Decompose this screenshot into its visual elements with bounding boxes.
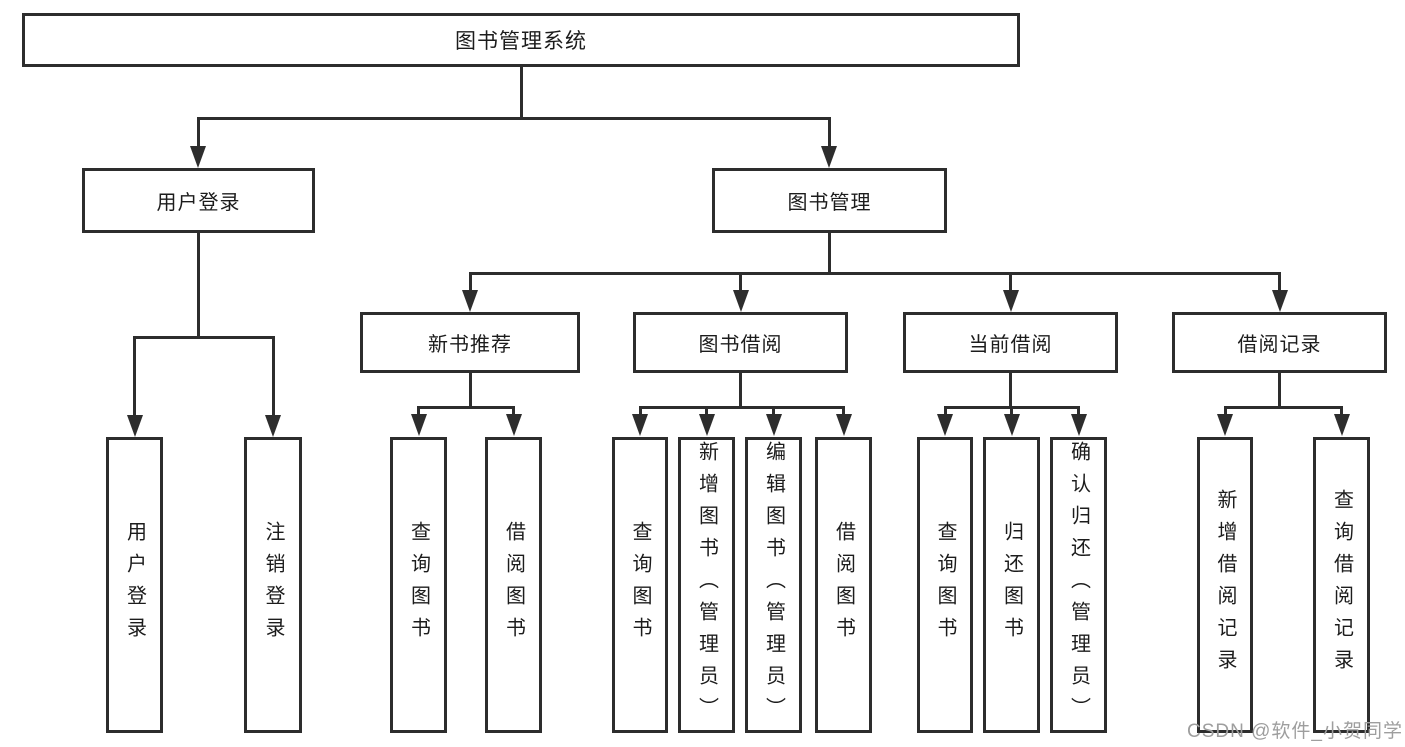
connector-to-book-management (827, 117, 831, 148)
node-label: 新增图书（管理员） (695, 441, 718, 729)
leaf-add-borrow-record: 新增借阅记录 (1197, 437, 1253, 733)
node-new-book-recommend: 新书推荐 (360, 312, 580, 373)
leaf-user-login: 用户登录 (106, 437, 163, 733)
connector-recommend-crossbar (417, 406, 515, 409)
connector-stub (1010, 406, 1013, 416)
connector-to-leaf-logout (271, 336, 275, 415)
arrow-down-icon (698, 414, 715, 436)
node-label: 新书推荐 (428, 334, 512, 356)
connector-stub (705, 406, 708, 416)
node-label: 查询图书 (407, 521, 430, 649)
connector-user-login-stem (196, 233, 200, 339)
leaf-current-return-books: 归还图书 (983, 437, 1040, 733)
node-label: 确认归还（管理员） (1067, 441, 1090, 729)
connector-borrow-crossbar (638, 406, 845, 409)
connector-stub (772, 406, 775, 416)
connector-user-login-crossbar (132, 336, 275, 339)
arrow-down-icon (462, 290, 478, 312)
connector-records-stem (1278, 373, 1281, 409)
node-label: 注销登录 (262, 521, 284, 649)
arrow-down-icon (1070, 414, 1087, 436)
node-label: 图书借阅 (698, 334, 783, 356)
connector-stub (842, 406, 845, 416)
arrow-down-icon (632, 414, 648, 436)
connector-to-new-book-recommend (468, 272, 472, 294)
leaf-recommend-query-books: 查询图书 (390, 437, 447, 733)
node-book-borrow: 图书借阅 (633, 312, 848, 373)
connector-stub (638, 406, 642, 416)
connector-to-current-borrow (1009, 272, 1012, 294)
leaf-current-confirm-return-admin: 确认归还（管理员） (1050, 437, 1107, 733)
connector-to-book-borrow (739, 272, 742, 294)
node-label: 用户登录 (123, 521, 146, 649)
leaf-recommend-borrow-books: 借阅图书 (485, 437, 542, 733)
arrow-down-icon (732, 290, 749, 312)
arrow-down-icon (265, 415, 281, 437)
connector-stub (1223, 406, 1227, 416)
leaf-borrow-add-books-admin: 新增图书（管理员） (678, 437, 735, 733)
leaf-borrow-borrow-books: 借阅图书 (815, 437, 872, 733)
connector-stub (1077, 406, 1080, 416)
node-label: 新增借阅记录 (1214, 489, 1236, 681)
node-label: 查询图书 (629, 521, 651, 649)
arrow-down-icon (1333, 414, 1350, 436)
node-label: 查询图书 (934, 521, 956, 649)
node-borrow-records: 借阅记录 (1172, 312, 1387, 373)
node-label: 用户登录 (156, 192, 241, 214)
node-label: 归还图书 (1000, 521, 1023, 649)
connector-root-stem (519, 67, 523, 117)
connector-stub (417, 406, 420, 416)
arrow-down-icon (835, 414, 852, 436)
node-root: 图书管理系统 (22, 13, 1020, 67)
connector-borrow-stem (739, 373, 742, 409)
arrow-down-icon (410, 414, 427, 436)
node-user-login: 用户登录 (82, 168, 315, 233)
connector-to-user-login (196, 117, 200, 148)
connector-recommend-stem (468, 373, 472, 409)
arrow-down-icon (821, 146, 837, 168)
arrow-down-icon (765, 414, 782, 436)
arrow-down-icon (126, 415, 143, 437)
node-label: 图书管理系统 (455, 30, 587, 53)
leaf-borrow-query-books: 查询图书 (612, 437, 668, 733)
node-book-management: 图书管理 (712, 168, 947, 233)
leaf-borrow-edit-books-admin: 编辑图书（管理员） (745, 437, 802, 733)
arrow-down-icon (937, 414, 953, 436)
leaf-logout: 注销登录 (244, 437, 302, 733)
connector-level3-crossbar (468, 272, 1281, 275)
node-label: 查询借阅记录 (1330, 489, 1353, 681)
connector-book-management-stem (827, 233, 831, 275)
leaf-query-borrow-record: 查询借阅记录 (1313, 437, 1370, 733)
connector-to-borrow-records (1278, 272, 1281, 294)
arrow-down-icon (505, 414, 522, 436)
arrow-down-icon (190, 146, 206, 168)
connector-stub (1340, 406, 1343, 416)
leaf-current-query-books: 查询图书 (917, 437, 973, 733)
node-label: 当前借阅 (968, 334, 1053, 356)
node-label: 借阅图书 (502, 521, 525, 649)
arrow-down-icon (1002, 290, 1019, 312)
watermark: CSDN @软件_小贺同学 (1187, 721, 1403, 742)
connector-current-stem (1009, 373, 1012, 409)
arrow-down-icon (1271, 290, 1288, 312)
node-label: 借阅图书 (832, 521, 855, 649)
node-current-borrow: 当前借阅 (903, 312, 1118, 373)
connector-root-crossbar (196, 117, 831, 120)
connector-stub (512, 406, 515, 416)
connector-records-crossbar (1223, 406, 1343, 409)
node-label: 借阅记录 (1237, 334, 1322, 356)
connector-stub (943, 406, 947, 416)
connector-to-leaf-user-login (132, 336, 136, 415)
arrow-down-icon (1003, 414, 1020, 436)
arrow-down-icon (1217, 414, 1233, 436)
node-label: 图书管理 (787, 192, 872, 214)
node-label: 编辑图书（管理员） (762, 441, 785, 729)
